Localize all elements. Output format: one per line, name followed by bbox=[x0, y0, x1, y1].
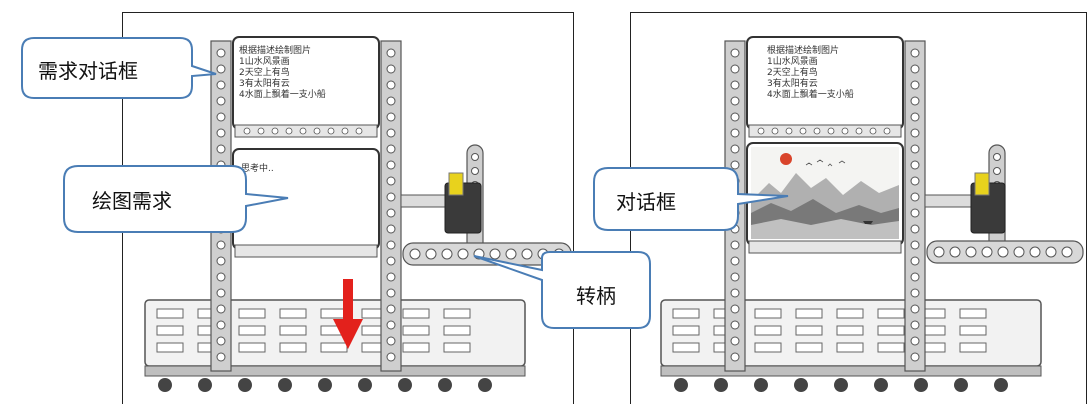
sun-icon bbox=[780, 153, 792, 165]
top-screen-line-4: 3有太阳有云 bbox=[767, 77, 818, 89]
right-vertical-beam bbox=[904, 40, 926, 372]
birds-icon bbox=[805, 159, 846, 167]
right-model-drawing: 根据描述绘制图片 1山水风景画 2天空上有鸟 3有太阳有云 4水面上飘着一支小船 bbox=[660, 36, 1084, 392]
connector-rail bbox=[924, 194, 978, 208]
base-plate bbox=[660, 299, 1042, 392]
top-screen: 根据描述绘制图片 1山水风景画 2天空上有鸟 3有太阳有云 4水面上飘着一支小船 bbox=[232, 36, 380, 138]
top-screen-line-1: 根据描述绘制图片 bbox=[239, 44, 311, 56]
top-screen-line-4: 3有太阳有云 bbox=[239, 77, 290, 89]
top-screen-line-5: 4水面上飘着一支小船 bbox=[239, 88, 326, 100]
boat-icon bbox=[863, 221, 873, 224]
top-screen-line-5: 4水面上飘着一支小船 bbox=[767, 88, 854, 100]
callout-crank-label: 转柄 bbox=[576, 284, 616, 308]
bottom-screen-status: 思考中.. bbox=[241, 162, 274, 174]
crank-assembly bbox=[926, 144, 1084, 264]
top-screen: 根据描述绘制图片 1山水风景画 2天空上有鸟 3有太阳有云 4水面上飘着一支小船 bbox=[746, 36, 904, 138]
callout-drawing-request: 绘图需求 bbox=[62, 164, 292, 236]
top-screen-line-3: 2天空上有鸟 bbox=[239, 66, 290, 78]
callout-drawing-request-label: 绘图需求 bbox=[92, 189, 172, 213]
top-screen-line-3: 2天空上有鸟 bbox=[767, 66, 818, 78]
top-screen-line-2: 1山水风景画 bbox=[239, 55, 290, 67]
callout-dialog: 对话框 bbox=[592, 166, 792, 234]
top-screen-line-2: 1山水风景画 bbox=[767, 55, 818, 67]
crank-assembly bbox=[402, 144, 572, 266]
callout-dialog-label: 对话框 bbox=[616, 190, 676, 214]
left-panel: 根据描述绘制图片 1山水风景画 2天空上有鸟 3有太阳有云 4水面上飘着一支小船… bbox=[122, 12, 574, 404]
callout-request-dialog: 需求对话框 bbox=[20, 36, 220, 106]
bottom-screen bbox=[746, 142, 904, 254]
right-vertical-beam bbox=[380, 40, 402, 372]
top-screen-line-1: 根据描述绘制图片 bbox=[767, 44, 839, 56]
landscape-painting bbox=[751, 147, 899, 239]
left-model-drawing: 根据描述绘制图片 1山水风景画 2天空上有鸟 3有太阳有云 4水面上飘着一支小船… bbox=[144, 36, 572, 392]
bottom-screen: 思考中.. bbox=[232, 148, 380, 258]
callout-crank: 转柄 bbox=[470, 250, 655, 332]
callout-request-dialog-label: 需求对话框 bbox=[38, 59, 138, 83]
base-plate bbox=[144, 299, 526, 392]
red-down-arrow bbox=[333, 279, 363, 349]
